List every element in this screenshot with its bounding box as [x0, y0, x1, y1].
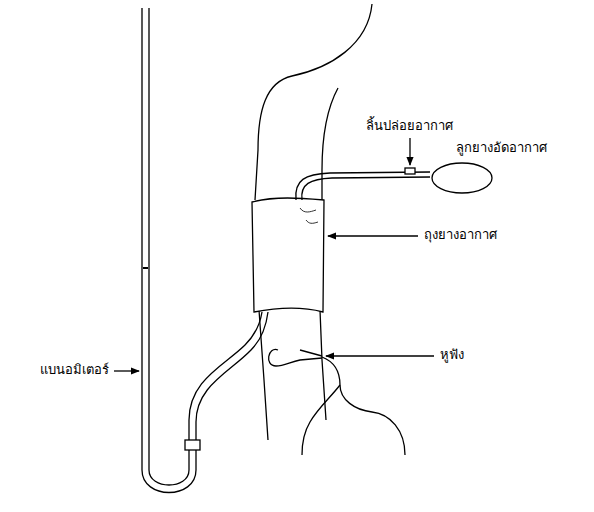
cuff-fold: [300, 208, 318, 223]
leader-arrow: [328, 235, 418, 236]
cuff: [252, 198, 324, 312]
manometer-label: แบนอมิเตอร์: [40, 362, 109, 378]
stethoscope-tube: [302, 385, 340, 455]
inflation-bulb: [432, 163, 492, 193]
mercury-level: [143, 267, 148, 269]
leader-arrow: [114, 370, 139, 371]
forearm-outline: [320, 310, 326, 420]
manometer-hose: [189, 312, 262, 440]
bulb-tube: [296, 172, 430, 200]
stethoscope-chestpiece: [300, 350, 322, 356]
arm-outline: [255, 4, 372, 200]
cuff-label: ถุงยางอากาศ: [424, 227, 497, 243]
manometer-tube: [149, 8, 189, 485]
stethoscope-label: หูฟัง: [440, 347, 464, 363]
leader-arrow: [326, 355, 434, 356]
release-valve: [405, 168, 415, 174]
stethoscope-tube: [322, 357, 405, 455]
leader-arrow: [409, 138, 410, 165]
stethoscope-chestpiece: [269, 349, 322, 366]
tube-connector: [185, 440, 200, 450]
arm-outline: [322, 88, 338, 200]
manometer-tube: [142, 8, 196, 493]
bulb-label: ลูกยางอัดอากาศ: [456, 140, 547, 156]
manometer-hose: [196, 312, 268, 440]
valve-label: ลิ้นปล่อยอากาศ: [366, 118, 453, 134]
bulb-tube: [302, 177, 430, 200]
